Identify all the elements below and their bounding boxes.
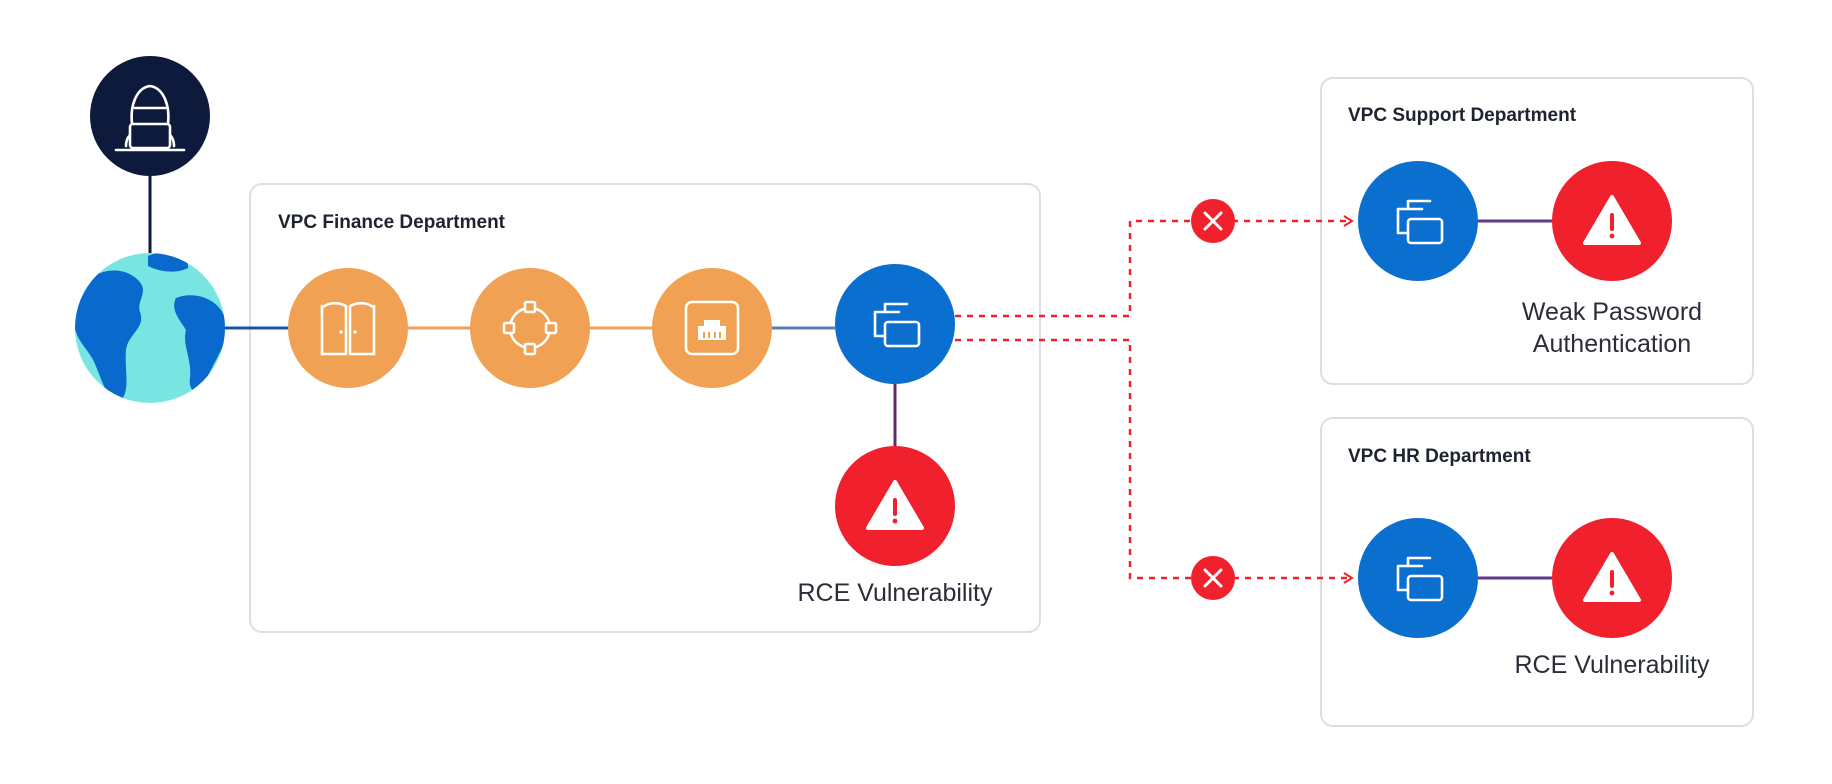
- finance-vuln-caption: RCE Vulnerability: [798, 579, 993, 607]
- hr-instance-node: [1358, 518, 1478, 638]
- blocked-path-support: [955, 215, 1354, 318]
- support-vuln-node: [1552, 161, 1672, 281]
- vpc-hr-box: VPC HR Department: [1320, 417, 1754, 727]
- hacker-icon: [114, 84, 186, 152]
- gate-icon: [320, 301, 376, 356]
- support-vuln-caption-line1: Weak Password: [1522, 298, 1702, 326]
- instances-icon: [1396, 199, 1444, 245]
- finance-instance-node: [835, 264, 955, 384]
- vpc-finance-box: VPC Finance Department: [249, 183, 1041, 633]
- ethernet-port-icon: [684, 300, 740, 356]
- instances-icon: [1396, 556, 1444, 602]
- router-icon: [502, 300, 558, 356]
- attacker-node: [90, 56, 210, 176]
- warning-icon: [1583, 195, 1641, 245]
- blocked-path-hr: [955, 338, 1354, 584]
- hr-vuln-caption: RCE Vulnerability: [1515, 651, 1710, 679]
- vpc-finance-title: VPC Finance Department: [278, 212, 506, 233]
- router-node: [470, 268, 590, 388]
- warning-icon: [866, 480, 924, 530]
- connectors: [148, 176, 1552, 580]
- vpc-hr-title: VPC HR Department: [1348, 446, 1531, 467]
- support-instance-node: [1358, 161, 1478, 281]
- hr-vuln-node: [1552, 518, 1672, 638]
- finance-vuln-node: [835, 446, 955, 566]
- vpc-support-title: VPC Support Department: [1348, 105, 1577, 126]
- instances-icon: [873, 302, 921, 348]
- close-icon: [1191, 199, 1235, 243]
- support-vuln-caption-line2: Authentication: [1533, 330, 1691, 358]
- warning-icon: [1583, 552, 1641, 602]
- close-icon: [1191, 556, 1235, 600]
- network-interface-node: [652, 268, 772, 388]
- globe-icon: [75, 253, 225, 403]
- gateway-node: [288, 268, 408, 388]
- blocked-paths: [955, 199, 1354, 600]
- vpc-support-box: VPC Support Department: [1320, 77, 1754, 385]
